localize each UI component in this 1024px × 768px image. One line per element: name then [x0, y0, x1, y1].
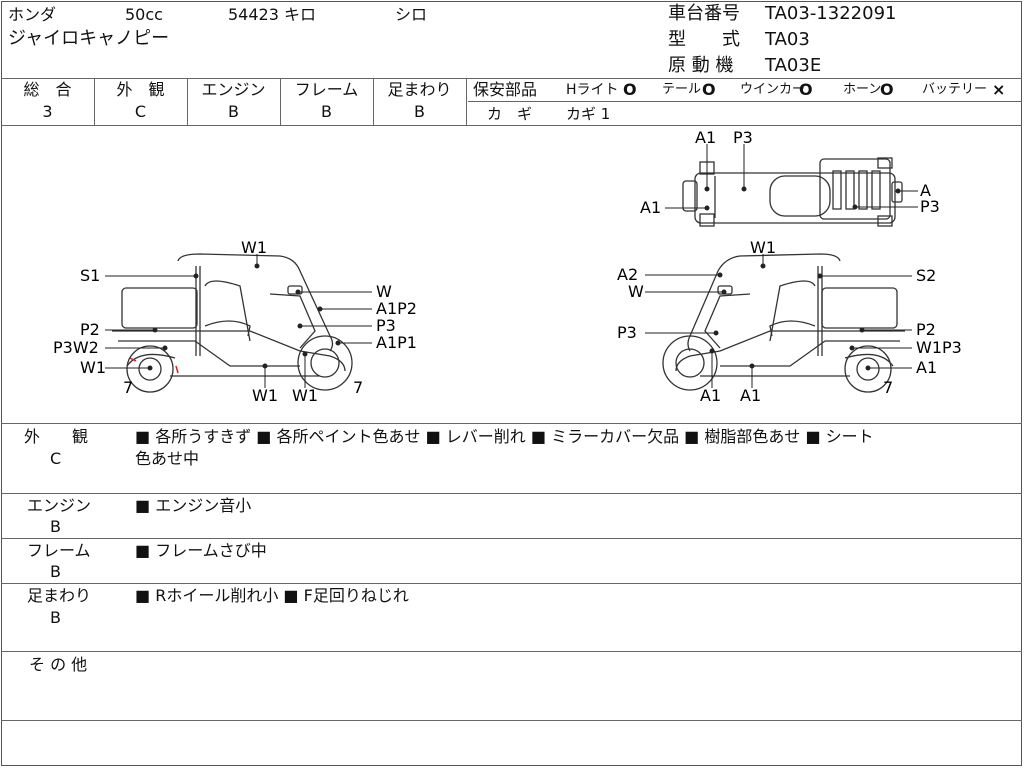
displacement: 50cc — [125, 5, 163, 24]
model-code: TA03 — [765, 29, 810, 50]
note-suspension-grade: B — [50, 608, 61, 627]
label-a1-left: A1 — [640, 198, 661, 217]
label-a1-right: A1 — [916, 358, 937, 377]
divider — [1, 78, 1022, 79]
grade-suspension-value: B — [414, 102, 425, 121]
damage-mark — [175, 365, 179, 374]
label-seven: 7 — [883, 378, 893, 397]
model-label: 型 式 — [668, 29, 740, 50]
label-a1-top: A1 — [695, 128, 716, 147]
damage-mark — [129, 357, 137, 362]
note-exterior-label: 外 観 — [24, 427, 89, 446]
scooter-condition-diagram: S1 W1 W A1P2 P3 A1P1 P2 P3W2 W1 7 7 W1 W… — [53, 128, 962, 405]
label-a1p1: A1P1 — [376, 333, 417, 352]
label-p3-right: P3 — [920, 197, 940, 216]
safety-horn-mark: O — [880, 80, 894, 99]
divider — [280, 78, 281, 125]
label-w1-bottom: W1 — [292, 386, 318, 405]
safety-winker-mark: O — [799, 80, 813, 99]
safety-horn-label: ホーン — [843, 82, 882, 97]
label-p3: P3 — [617, 323, 637, 342]
divider — [1, 583, 1022, 584]
divider — [94, 78, 95, 125]
safety-winker-label: ウインカー — [740, 82, 806, 97]
frame-number-label: 車台番号 — [668, 3, 740, 24]
note-engine-label: エンジン — [27, 496, 92, 515]
safety-battery-label: バッテリー — [922, 82, 988, 97]
divider — [1, 423, 1022, 424]
note-frame-grade: B — [50, 562, 61, 581]
note-exterior-text-cont: 色あせ中 — [135, 449, 200, 468]
note-other-label: そ の 他 — [29, 655, 88, 674]
label-w1-top: W1 — [241, 238, 267, 257]
label-p3-top: P3 — [733, 128, 753, 147]
label-w1-bottom: W1 — [252, 386, 278, 405]
label-s2: S2 — [916, 266, 936, 285]
divider — [1, 651, 1022, 652]
maker: ホンダ — [8, 5, 57, 24]
label-w: W — [628, 282, 644, 301]
divider — [466, 78, 467, 125]
divider — [373, 78, 374, 125]
engine-code: TA03E — [765, 55, 822, 76]
grade-exterior-label: 外 観 — [116, 80, 165, 99]
grade-suspension-label: 足まわり — [387, 80, 452, 99]
divider — [1, 125, 1022, 126]
note-engine-grade: B — [50, 517, 61, 536]
label-a1p2: A1P2 — [376, 299, 417, 318]
body-color: シロ — [395, 5, 428, 24]
label-p3: P3 — [376, 316, 396, 335]
frame-number: TA03-1322091 — [765, 3, 897, 24]
label-a1-bottom: A1 — [740, 386, 761, 405]
safety-tail-mark: O — [702, 80, 716, 99]
grade-exterior-value: C — [134, 102, 147, 121]
grade-engine-label: エンジン — [201, 80, 266, 99]
note-suspension-label: 足まわり — [27, 586, 92, 605]
divider — [1, 493, 1022, 494]
safety-tail-label: テール — [662, 82, 702, 97]
label-seven-left: 7 — [123, 378, 133, 397]
engine-label: 原 動 機 — [668, 55, 734, 76]
label-w: W — [376, 282, 392, 301]
label-a1-bottom: A1 — [700, 386, 721, 405]
safety-parts-title: 保安部品 — [473, 80, 538, 99]
mileage: 54423 キロ — [228, 5, 316, 24]
note-frame-text: ■ フレームさび中 — [135, 541, 267, 560]
top-view-scooter — [682, 157, 903, 227]
model-name: ジャイロキャノピー — [8, 28, 170, 49]
key-value: カギ 1 — [566, 105, 611, 123]
safety-battery-mark: × — [992, 80, 1006, 99]
label-a2: A2 — [617, 265, 638, 284]
note-frame-label: フレーム — [27, 541, 91, 560]
label-w1-left: W1 — [80, 358, 106, 377]
grade-overall-value: 3 — [42, 102, 53, 121]
label-w1p3: W1P3 — [916, 338, 962, 357]
divider — [468, 101, 1022, 102]
safety-headlight-label: Hライト — [566, 82, 619, 98]
label-p2: P2 — [916, 320, 936, 339]
label-p2: P2 — [80, 320, 100, 339]
label-p3w2: P3W2 — [53, 338, 99, 357]
note-engine-text: ■ エンジン音小 — [135, 496, 252, 515]
divider — [187, 78, 188, 125]
label-s1: S1 — [80, 266, 100, 285]
grade-frame-label: フレーム — [294, 80, 359, 99]
label-seven-right: 7 — [353, 378, 363, 397]
right-view-scooter — [662, 253, 905, 393]
label-a-right: A — [920, 181, 931, 200]
note-exterior-grade: C — [50, 449, 62, 468]
divider — [1, 538, 1022, 539]
safety-headlight-mark: O — [623, 80, 637, 99]
grade-frame-value: B — [321, 102, 332, 121]
note-suspension-text: ■ Rホイール削れ小 ■ F足回りねじれ — [135, 586, 409, 605]
label-w1-top: W1 — [750, 238, 776, 257]
divider — [1, 720, 1022, 721]
note-exterior-text: ■ 各所うすきず ■ 各所ペイント色あせ ■ レバー削れ ■ ミラーカバー欠品 … — [135, 427, 874, 446]
grade-engine-value: B — [228, 102, 239, 121]
left-view-scooter — [112, 253, 353, 393]
key-label: カ ギ — [487, 105, 533, 123]
grade-overall-label: 総 合 — [23, 80, 72, 99]
